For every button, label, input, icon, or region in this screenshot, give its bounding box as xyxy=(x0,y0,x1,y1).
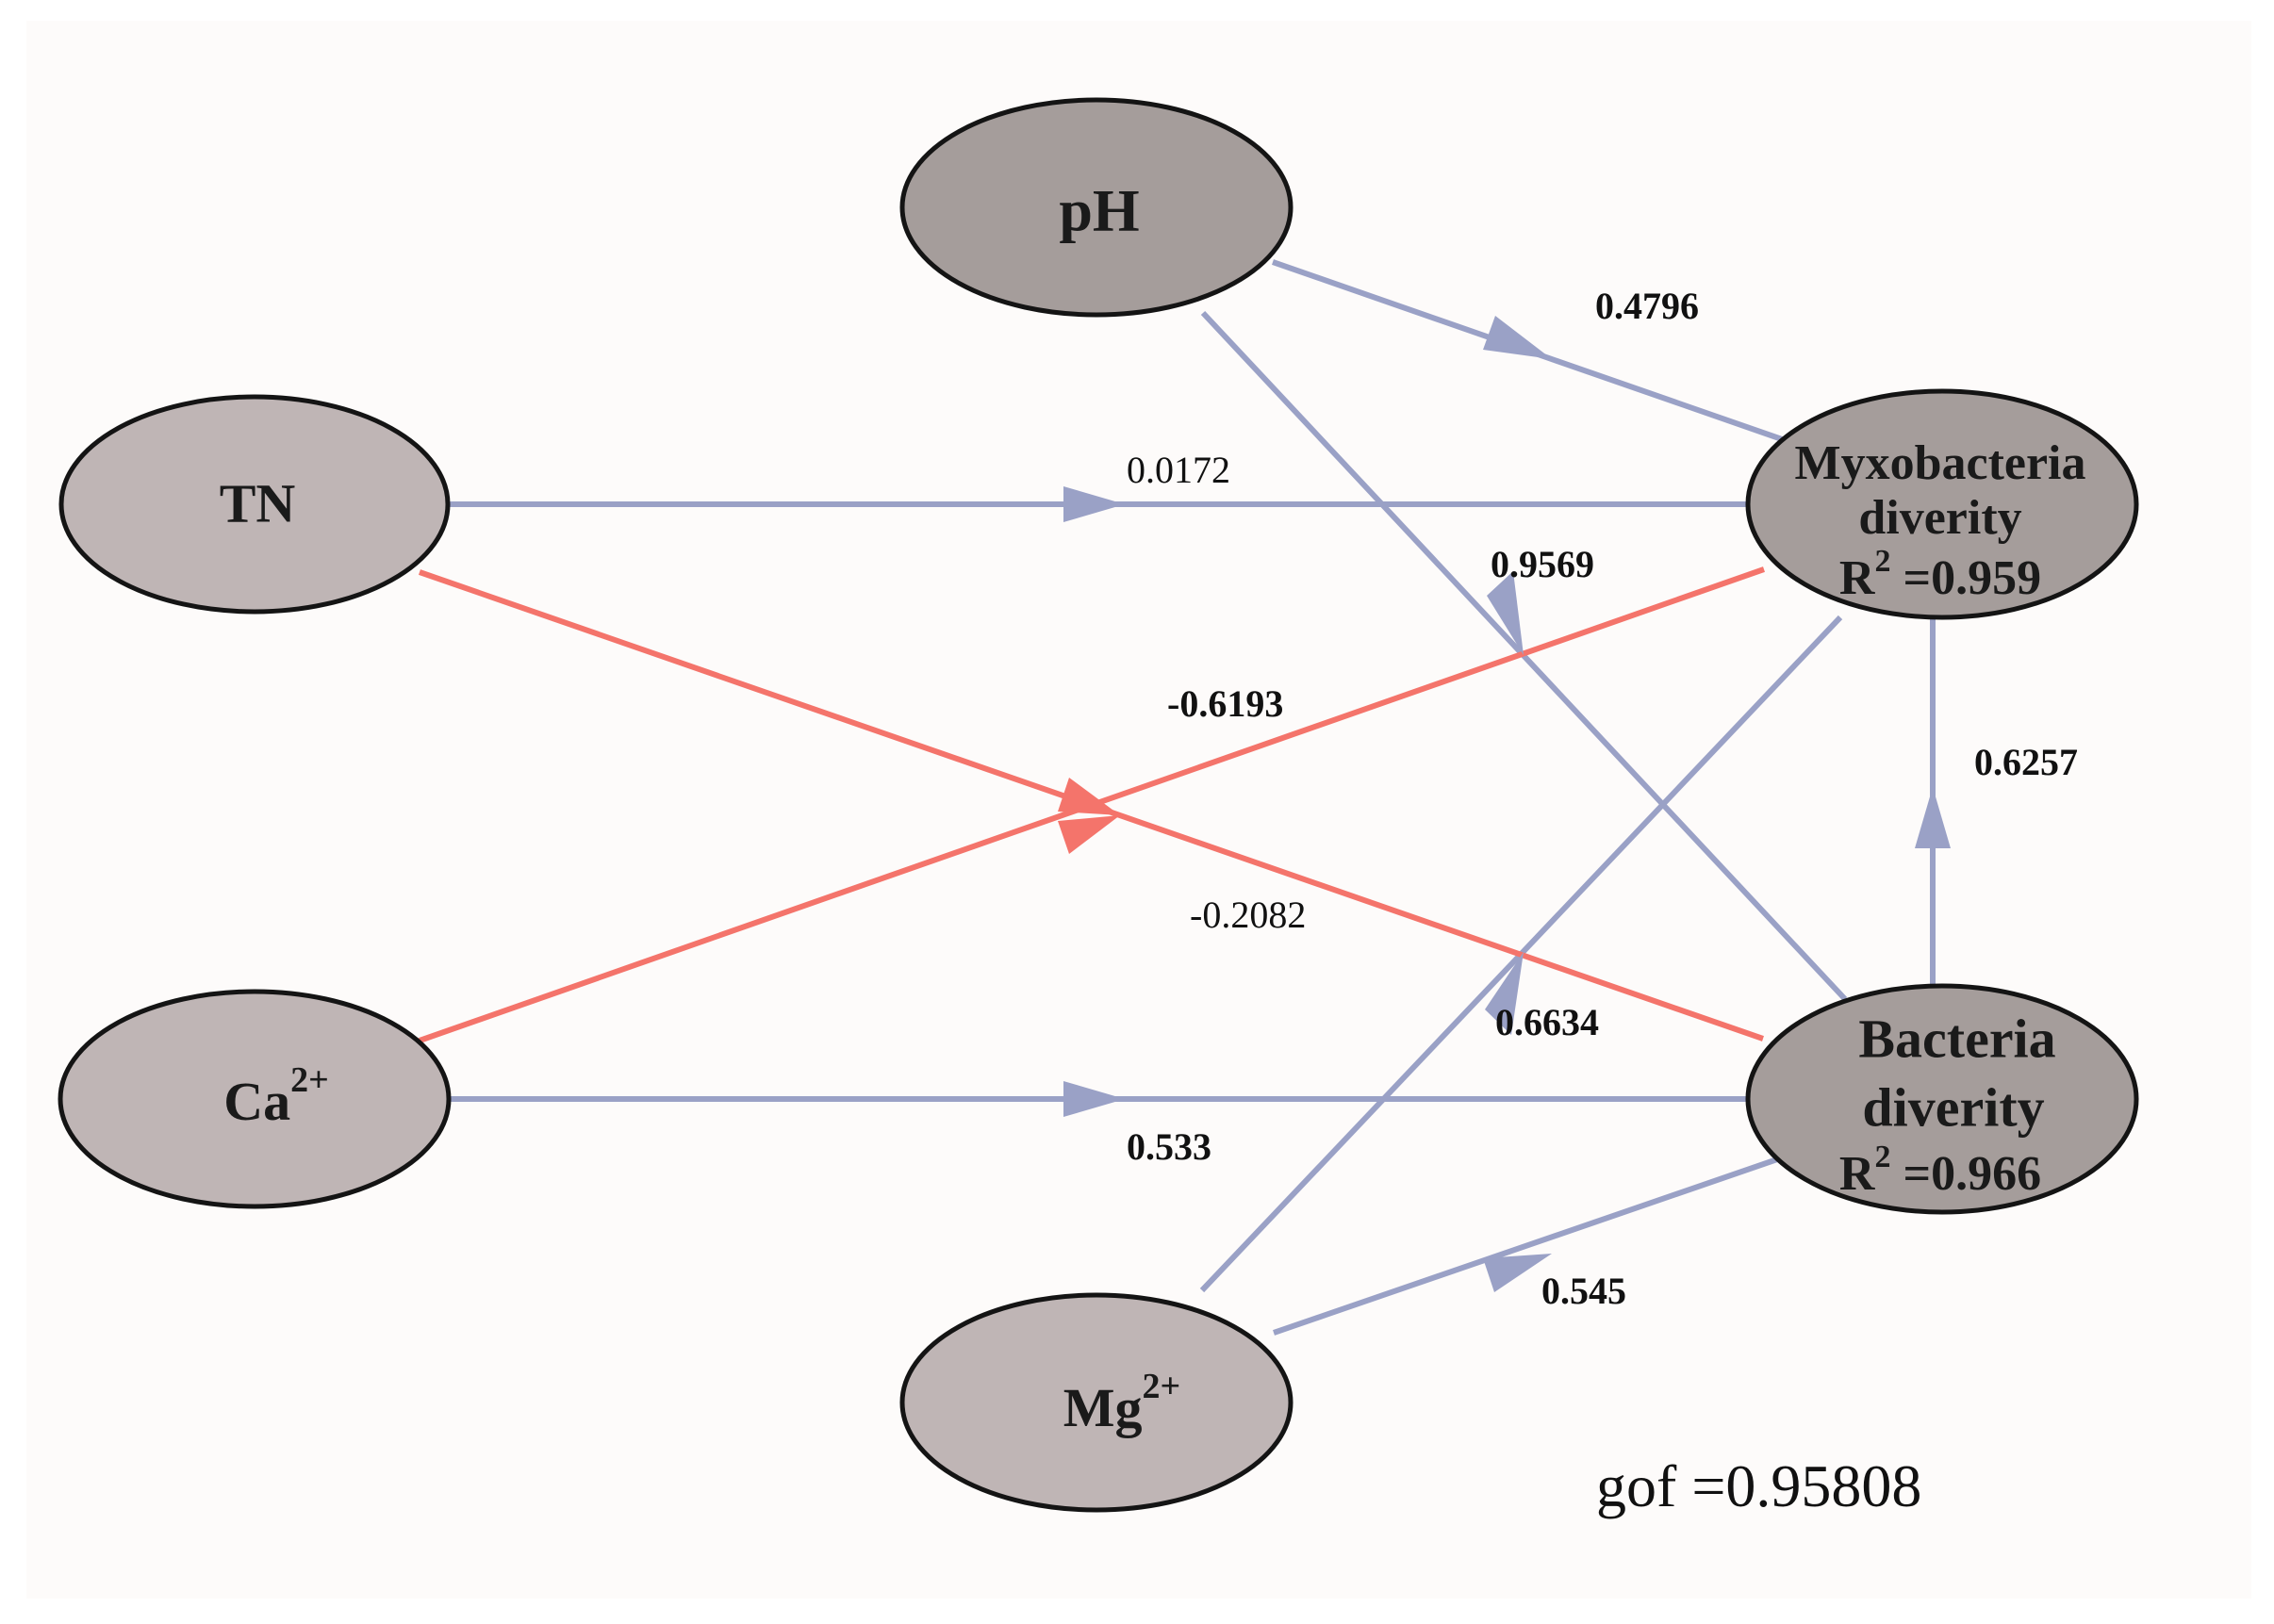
arrowhead-mg-myxo xyxy=(1485,952,1524,1035)
node-bact-r2: R2 =0.966 xyxy=(1839,1140,2041,1201)
arrowhead-mg-bact xyxy=(1483,1254,1552,1292)
node-bact-ellipse xyxy=(1745,983,2139,1215)
node-myxo-ellipse xyxy=(1745,388,2139,620)
arrow-heads xyxy=(1058,316,1951,1292)
node-bact-line2: diverity xyxy=(1862,1076,2044,1138)
edges xyxy=(419,259,1936,1336)
node-tn-label: TN xyxy=(220,472,296,533)
node-ca-ellipse xyxy=(58,989,452,1209)
arrowhead-ph-myxo xyxy=(1483,316,1552,359)
path-model-diagram: pH TN Ca2+ Mg2+ Myxobacteria diverity R2… xyxy=(26,21,2251,1599)
label-bact-myxo: 0.6257 xyxy=(1974,741,2078,783)
node-bact-line1: Bacteria xyxy=(1858,1008,2055,1069)
node-ph-ellipse xyxy=(899,97,1294,318)
label-ca-myxo: -0.6193 xyxy=(1167,682,1283,725)
arrowhead-ca-myxo xyxy=(1058,815,1120,854)
arrowhead-bact-myxo xyxy=(1915,787,1951,848)
node-tn-ellipse xyxy=(58,394,451,615)
arrowhead-tn-bact xyxy=(1058,778,1120,815)
node-myxobacteria-diversity: Myxobacteria diverity R2 =0.959 xyxy=(1745,388,2139,620)
node-tn: TN xyxy=(58,394,451,615)
path-model-svg: pH TN Ca2+ Mg2+ Myxobacteria diverity R2… xyxy=(58,97,2139,1519)
label-mg-myxo: 0.6634 xyxy=(1495,1001,1599,1043)
node-myxo-r2: R2 =0.959 xyxy=(1839,544,2041,605)
label-tn-bact: -0.2082 xyxy=(1190,894,1306,936)
label-mg-bact: 0.545 xyxy=(1541,1270,1626,1312)
label-ca-bact: 0.533 xyxy=(1127,1125,1211,1168)
node-mg-label: Mg2+ xyxy=(1063,1367,1180,1439)
label-ph-myxo: 0.4796 xyxy=(1595,285,1699,327)
node-bacteria-diversity: Bacteria diverity R2 =0.966 xyxy=(1745,983,2139,1215)
node-ph: pH xyxy=(899,97,1294,318)
arrowhead-ca-bact xyxy=(1063,1081,1125,1117)
node-ca: Ca2+ xyxy=(58,989,452,1209)
arrowhead-tn-myxo xyxy=(1063,486,1125,522)
node-mg: Mg2+ xyxy=(899,1292,1294,1513)
label-tn-myxo: 0.0172 xyxy=(1127,449,1230,491)
node-mg-ellipse xyxy=(899,1292,1294,1513)
label-ph-bact: 0.9569 xyxy=(1491,543,1594,585)
edge-labels: 0.4796 0.0172 0.9569 -0.6193 0.6257 -0.2… xyxy=(1127,285,2078,1312)
node-ph-label: pH xyxy=(1059,177,1139,244)
goodness-of-fit-label: gof =0.95808 xyxy=(1596,1452,1921,1519)
arrowhead-ph-bact xyxy=(1487,571,1524,655)
node-ca-label: Ca2+ xyxy=(223,1060,329,1133)
edge-mg-bact xyxy=(1273,1156,1781,1336)
node-myxo-line2: diverity xyxy=(1858,491,2021,545)
node-myxo-line1: Myxobacteria xyxy=(1794,436,2085,490)
